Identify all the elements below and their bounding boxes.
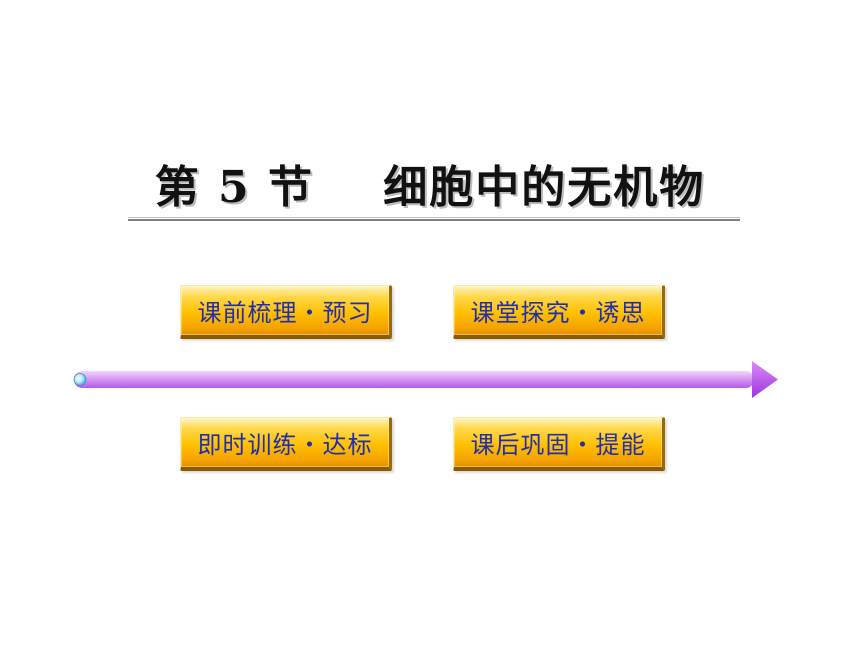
- page-title: 第 5 节 细胞中的无机物: [154, 162, 706, 213]
- nav-button-explore[interactable]: 课堂探究・诱思: [453, 285, 665, 339]
- timeline-arrow: [73, 361, 778, 398]
- nav-button-label: 课堂探究・诱思: [470, 299, 646, 327]
- nav-button-label: 即时训练・达标: [197, 431, 373, 459]
- page-title-container: 第 5 节 细胞中的无机物: [0, 160, 860, 220]
- nav-button-preview[interactable]: 课前梳理・预习: [180, 285, 392, 339]
- nav-button-label: 课前梳理・预习: [197, 299, 373, 327]
- arrow-shaft: [74, 371, 754, 388]
- nav-button-practice[interactable]: 即时训练・达标: [180, 417, 392, 471]
- arrow-start-dot: [73, 373, 87, 386]
- nav-button-review[interactable]: 课后巩固・提能: [453, 417, 665, 471]
- arrow-head: [752, 361, 778, 398]
- title-underline: [128, 217, 740, 221]
- nav-button-label: 课后巩固・提能: [470, 431, 646, 459]
